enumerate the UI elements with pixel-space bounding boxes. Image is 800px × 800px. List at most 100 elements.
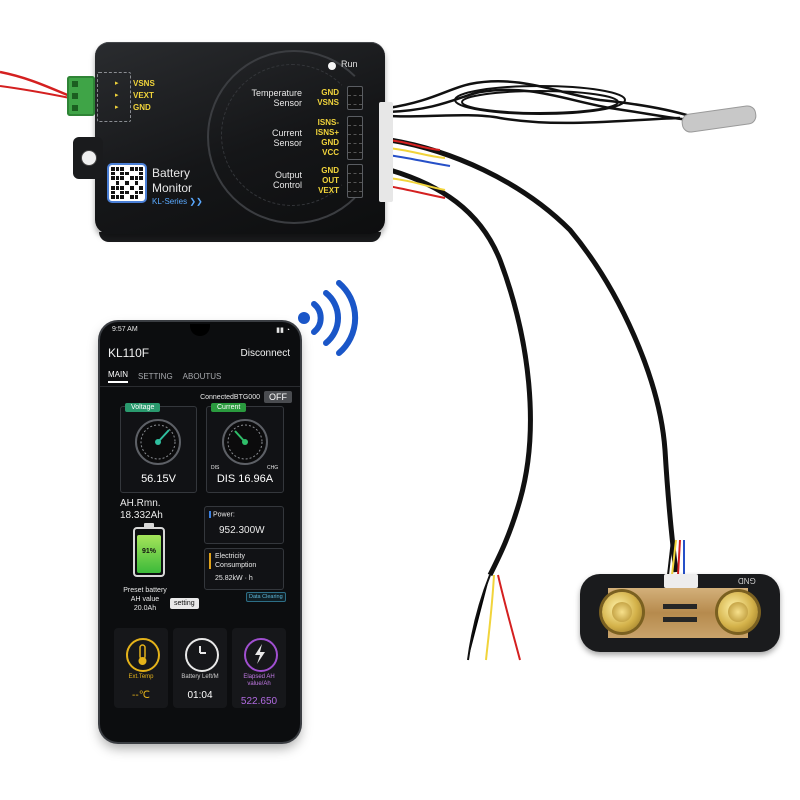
disconnect-button[interactable]: Disconnect	[240, 347, 290, 359]
status-time: 9:57 AM	[112, 326, 138, 333]
pin-vcc: VCC	[322, 148, 339, 157]
setting-button[interactable]: setting	[170, 598, 199, 609]
tab-bar: MAIN SETTING ABOUTUS	[100, 368, 300, 384]
group-temp-line1: Temperature	[251, 88, 302, 98]
run-led-icon	[328, 62, 336, 70]
shunt-slot-top	[663, 604, 697, 609]
preset-label-line2: AH value	[130, 596, 160, 603]
pin-output-gnd: GND	[321, 166, 339, 175]
pin-isns-minus: ISNS-	[317, 118, 339, 127]
temperature-sensor-label: Temperature Sensor	[240, 88, 302, 108]
output-connector	[347, 164, 363, 198]
current-connector	[347, 116, 363, 160]
pin-vsns-label: VSNS	[133, 79, 155, 88]
elapsed-ah-tile: Elapsed AH value/Ah 522.650	[232, 628, 286, 708]
preset-battery-label: Preset battery AH value 20.0Ah	[110, 586, 180, 613]
consumption-card: Electricity Consumption 25.82kW · h	[204, 548, 284, 590]
shunt-gnd-label: GND	[738, 576, 756, 585]
output-control-label: Output Control	[255, 170, 302, 190]
consumption-value: 25.82kW · h	[215, 575, 253, 582]
ah-remaining-label: AH.Rmn.	[120, 498, 161, 509]
current-badge: Current	[211, 403, 247, 412]
pin-temp-gnd: GND	[321, 88, 339, 97]
decorative-arc	[207, 50, 381, 224]
clock-icon	[185, 638, 219, 672]
power-card: Power: 952.300W	[204, 506, 284, 544]
battery-left-tile: Battery Left/M 01:04	[173, 628, 227, 708]
module-series: KL-Series ❯❯	[152, 197, 203, 206]
current-gauge-icon	[222, 419, 268, 465]
tab-aboutus[interactable]: ABOUTUS	[182, 371, 222, 381]
camera-notch	[190, 324, 210, 336]
connection-status: ConnectedBTG000	[200, 393, 260, 401]
preset-value: 20.0Ah	[133, 605, 157, 612]
qr-code-icon	[109, 165, 145, 201]
consumption-marker	[209, 553, 211, 569]
status-icons: ▮▮ ◔	[276, 327, 290, 334]
lightning-icon	[244, 638, 278, 672]
group-temp-line2: Sensor	[273, 98, 302, 108]
module-title-line1: Battery	[152, 166, 191, 180]
group-output-line1: Output	[274, 170, 302, 180]
decorative-arc-inner	[221, 64, 363, 206]
consumption-label-line2: Consumption	[215, 562, 257, 569]
battery-percent: 91%	[141, 548, 156, 555]
connection-row: ConnectedBTG000 OFF	[100, 389, 300, 405]
pin-output-vext: VEXT	[318, 186, 339, 195]
elapsed-label-line2: value/Ah	[247, 681, 271, 687]
voltage-gauge-icon	[135, 419, 181, 465]
wifi-signal-icon	[298, 280, 359, 356]
side-plug	[379, 102, 393, 202]
ext-temp-label: Ext.Temp	[128, 674, 154, 680]
pin-temp-vsns: VSNS	[317, 98, 339, 107]
module-title-line2: Monitor	[152, 181, 193, 195]
temperature-pins: GND VSNS	[305, 88, 339, 108]
dis-label: DIS	[211, 465, 220, 471]
battery-left-value: 01:04	[187, 690, 213, 701]
consumption-label: Electricity Consumption	[215, 552, 256, 570]
tab-main[interactable]: MAIN	[108, 370, 128, 383]
elapsed-label-line1: Elapsed AH	[243, 674, 275, 680]
tab-setting[interactable]: SETTING	[138, 371, 173, 381]
pin-vext-label: VEXT	[133, 91, 154, 100]
power-label-text: Power:	[213, 511, 235, 519]
power-label: Power:	[209, 511, 235, 518]
group-output-line2: Control	[272, 180, 302, 190]
voltage-badge: Voltage	[125, 403, 161, 412]
pin-gnd-label: GND	[133, 103, 151, 112]
elapsed-ah-value: 522.650	[240, 696, 278, 707]
status-bar: 9:57 AM ▮▮ ◔	[100, 322, 300, 338]
ext-temp-value: --℃	[132, 690, 150, 701]
ah-remaining-value: 18.332Ah	[120, 510, 163, 521]
left-pin-arrows: ▸▸▸	[115, 80, 119, 111]
module-title: Battery Monitor	[152, 166, 192, 196]
voltage-card: Voltage 56.15V	[120, 403, 197, 493]
group-current-line2: Sensor	[273, 138, 302, 148]
preset-label-line1: Preset battery	[123, 587, 167, 594]
battery-left-label: Battery Left/M	[181, 674, 219, 680]
power-marker	[209, 511, 211, 518]
battery-monitor-module: ▸▸▸ VSNS VEXT GND Run Battery Monitor KL…	[67, 42, 393, 242]
pin-isns-plus: ISNS+	[315, 128, 339, 137]
shunt-connector	[664, 574, 698, 588]
green-terminal-block	[67, 76, 95, 116]
left-pin-labels: VSNS VEXT GND	[133, 78, 155, 114]
battery-level-icon: 91%	[133, 523, 165, 577]
output-pins: GND OUT VEXT	[305, 166, 339, 196]
phone-app-screen: 9:57 AM ▮▮ ◔ KL110F Disconnect MAIN SETT…	[100, 322, 300, 742]
shunt-bolt-right	[718, 592, 758, 632]
thermometer-icon	[126, 638, 160, 672]
tab-divider	[100, 386, 300, 387]
mounting-tab	[73, 137, 103, 179]
shunt-bolt-left	[602, 592, 642, 632]
current-card: Current DIS CHG DIS 16.96A	[206, 403, 284, 493]
module-series-text: KL-Series	[152, 197, 188, 206]
battery-fill	[137, 535, 161, 573]
temperature-connector	[347, 86, 363, 110]
data-clearing-button[interactable]: Data Clearing	[246, 592, 286, 602]
consumption-label-line1: Electricity	[215, 553, 245, 560]
voltage-value: 56.15V	[141, 473, 176, 485]
off-toggle[interactable]: OFF	[264, 391, 292, 403]
shunt-slot-bottom	[663, 617, 697, 622]
